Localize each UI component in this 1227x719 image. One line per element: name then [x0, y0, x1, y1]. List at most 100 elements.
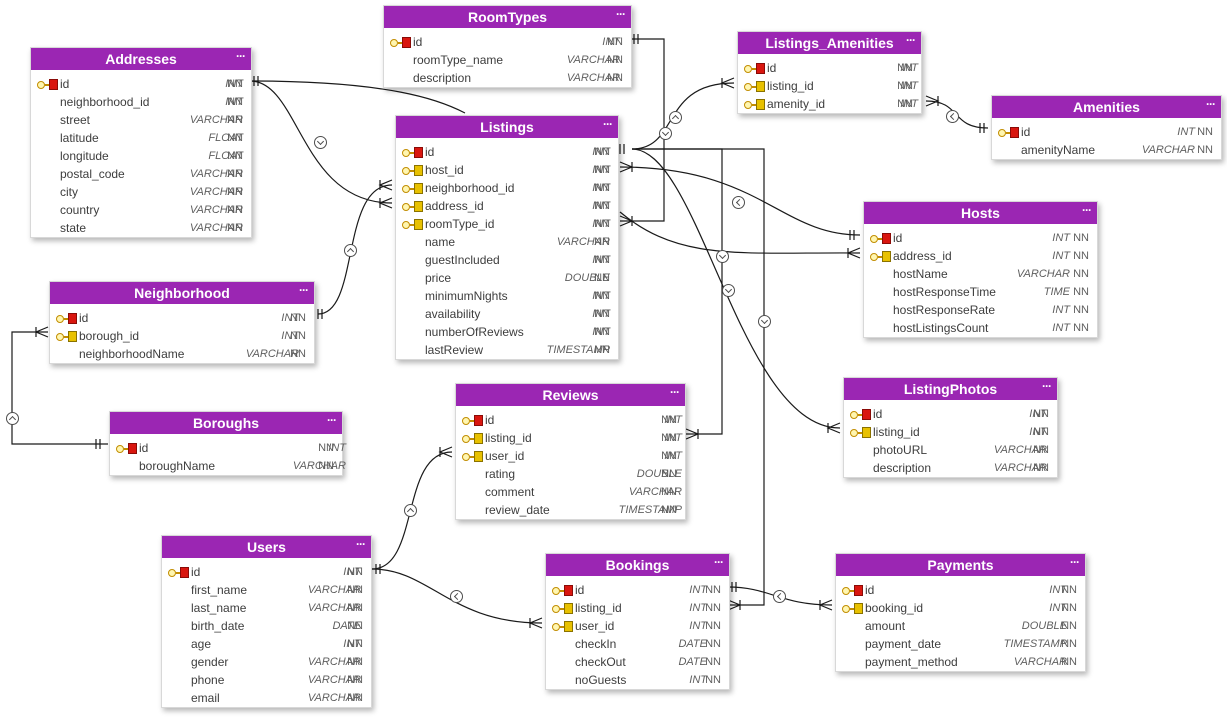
entity-menu-icon[interactable]: ···: [616, 7, 626, 21]
entity-header[interactable]: Bookings···: [546, 554, 729, 576]
entity-menu-icon[interactable]: ···: [327, 413, 337, 427]
entity-header[interactable]: ListingPhotos···: [844, 378, 1057, 400]
entity-header[interactable]: Users···: [162, 536, 371, 558]
entity-menu-icon[interactable]: ···: [714, 555, 724, 569]
entity-menu-icon[interactable]: ···: [906, 33, 916, 47]
entity-menu-icon[interactable]: ···: [1042, 379, 1052, 393]
entity-menu-icon[interactable]: ···: [670, 385, 680, 399]
entity-header[interactable]: Listings···: [396, 116, 618, 138]
entity-menu-icon[interactable]: ···: [1206, 97, 1216, 111]
entity-header[interactable]: RoomTypes···: [384, 6, 631, 28]
entity-header[interactable]: Neighborhood···: [50, 282, 314, 304]
entity-menu-icon[interactable]: ···: [356, 537, 366, 551]
entity-menu-icon[interactable]: ···: [1082, 203, 1092, 217]
entity-menu-icon[interactable]: ···: [299, 283, 309, 297]
entity-header[interactable]: Boroughs···: [110, 412, 342, 434]
entity-header[interactable]: Reviews···: [456, 384, 685, 406]
entity-menu-icon[interactable]: ···: [1070, 555, 1080, 569]
entity-header[interactable]: Listings_Amenities···: [738, 32, 921, 54]
entity-menu-icon[interactable]: ···: [603, 117, 613, 131]
entity-header[interactable]: Addresses···: [31, 48, 251, 70]
entity-header[interactable]: Payments···: [836, 554, 1085, 576]
entity-header[interactable]: Hosts···: [864, 202, 1097, 224]
entity-menu-icon[interactable]: ···: [236, 49, 246, 63]
entity-header[interactable]: Amenities···: [992, 96, 1221, 118]
